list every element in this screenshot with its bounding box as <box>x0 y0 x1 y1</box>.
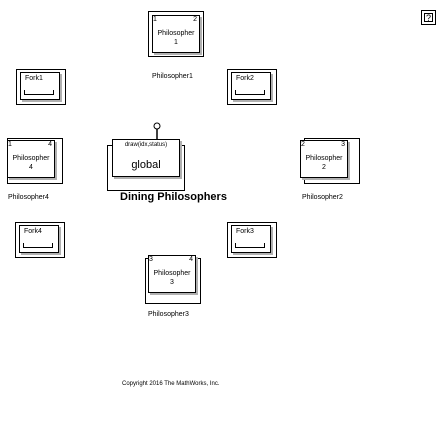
philosopher-1-text-number: 1 <box>174 39 178 46</box>
selection-frame-fork-4 <box>15 222 65 258</box>
copyright-text: Copyright 2016 The MathWorks, Inc. <box>122 381 220 387</box>
philosopher-4-port-right: 4 <box>48 141 52 148</box>
fork-1-label: Fork1 <box>25 75 43 82</box>
question-mark-icon: ? <box>424 13 433 23</box>
fork-3-icon <box>235 243 265 248</box>
philosopher-2-port-left: 2 <box>301 141 305 148</box>
philosopher-3-name-label: Philosopher3 <box>148 311 189 318</box>
selection-frame-philosopher-1 <box>148 11 204 57</box>
selection-frame-fork-2 <box>227 69 277 105</box>
philosopher-2-block[interactable]: 2 3 Philosopher 2 <box>300 140 348 178</box>
philosopher-2-text-number: 2 <box>322 164 326 171</box>
fork-2-block[interactable]: Fork2 <box>231 72 271 100</box>
philosopher-1-text-name: Philosopher <box>157 30 195 37</box>
philosopher-3-port-left: 3 <box>149 256 153 263</box>
fork-4-label: Fork4 <box>24 228 42 235</box>
philosopher-4-text-number: 4 <box>29 164 33 171</box>
philosopher-3-block[interactable]: 3 4 Philosopher 3 <box>148 255 196 293</box>
philosopher-4-name-label: Philosopher4 <box>8 194 49 201</box>
philosopher-3-text-number: 3 <box>170 279 174 286</box>
philosopher-1-port-left: 1 <box>153 16 157 23</box>
pin-icon <box>153 122 161 139</box>
fork-2-label: Fork2 <box>236 75 254 82</box>
fork-4-icon <box>23 243 53 248</box>
philosopher-4-block[interactable]: 1 4 Philosopher 4 <box>7 140 55 178</box>
draw-function-scope: global <box>131 159 161 171</box>
philosopher-1-name-label: Philosopher1 <box>152 73 193 80</box>
philosopher-1-block[interactable]: 1 2 Philosopher 1 <box>152 15 200 53</box>
philosopher-2-name-label: Philosopher2 <box>302 194 343 201</box>
help-button[interactable]: ? <box>421 10 436 25</box>
draw-function-label: draw(idx,status) <box>124 142 168 148</box>
philosopher-2-port-right: 3 <box>341 141 345 148</box>
fork-1-block[interactable]: Fork1 <box>20 72 60 100</box>
draw-function-block[interactable]: draw(idx,status) global <box>112 139 180 177</box>
diagram-title: Dining Philosophers <box>120 191 227 203</box>
fork-1-icon <box>24 90 54 95</box>
fork-4-block[interactable]: Fork4 <box>19 225 59 253</box>
fork-2-icon <box>235 90 265 95</box>
philosopher-1-port-right: 2 <box>193 16 197 23</box>
fork-3-block[interactable]: Fork3 <box>231 225 271 253</box>
philosopher-4-port-left: 1 <box>8 141 12 148</box>
fork-3-label: Fork3 <box>236 228 254 235</box>
philosopher-3-port-right: 4 <box>189 256 193 263</box>
philosopher-4-text-name: Philosopher <box>12 155 50 162</box>
philosopher-3-text-name: Philosopher <box>153 270 191 277</box>
selection-frame-fork-1 <box>16 69 66 105</box>
philosopher-2-text-name: Philosopher <box>305 155 343 162</box>
selection-frame-fork-3 <box>227 222 277 258</box>
